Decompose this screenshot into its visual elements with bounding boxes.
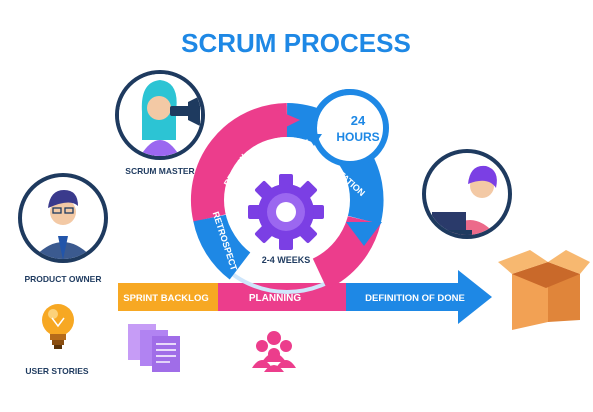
box-icon: [498, 250, 590, 330]
scrum-master-avatar: SCRUM MASTER: [115, 70, 205, 176]
daily-arrowhead: [306, 134, 322, 146]
daily-number: 24: [351, 113, 366, 128]
retrospect-arc: [193, 213, 251, 280]
flow-bar: SPRINT BACKLOG PLANNING DEFINITION OF DO…: [118, 270, 492, 324]
review-arc: [191, 103, 288, 222]
page-title: SCRUM PROCESS: [181, 28, 411, 58]
lightbulb-icon: [42, 304, 74, 349]
product-owner-label: PRODUCT OWNER: [25, 274, 102, 284]
planning-segment: [218, 283, 346, 311]
review-arrowhead: [272, 108, 300, 134]
sprint-duration: 2-4 WEEKS: [262, 255, 311, 265]
implementation-arrowhead: [346, 222, 382, 246]
sprint-backlog-segment: [118, 283, 218, 311]
daily-scrum: 24 HOURS: [306, 89, 389, 167]
developer-avatar: [422, 149, 512, 239]
backlog-documents-icon: [128, 324, 180, 372]
product-owner-avatar: PRODUCT OWNER: [18, 173, 108, 284]
scrum-master-label: SCRUM MASTER: [125, 166, 194, 176]
definition-of-done-arrow: [346, 270, 492, 324]
gear-icon: [248, 174, 324, 250]
planning-label: PLANNING: [249, 293, 301, 304]
daily-unit: HOURS: [336, 130, 379, 144]
team-icon: [252, 331, 296, 372]
definition-of-done-label: DEFINITION OF DONE: [365, 293, 465, 304]
user-stories-label: USER STORIES: [25, 366, 88, 376]
sprint-backlog-label: SPRINT BACKLOG: [123, 293, 209, 304]
